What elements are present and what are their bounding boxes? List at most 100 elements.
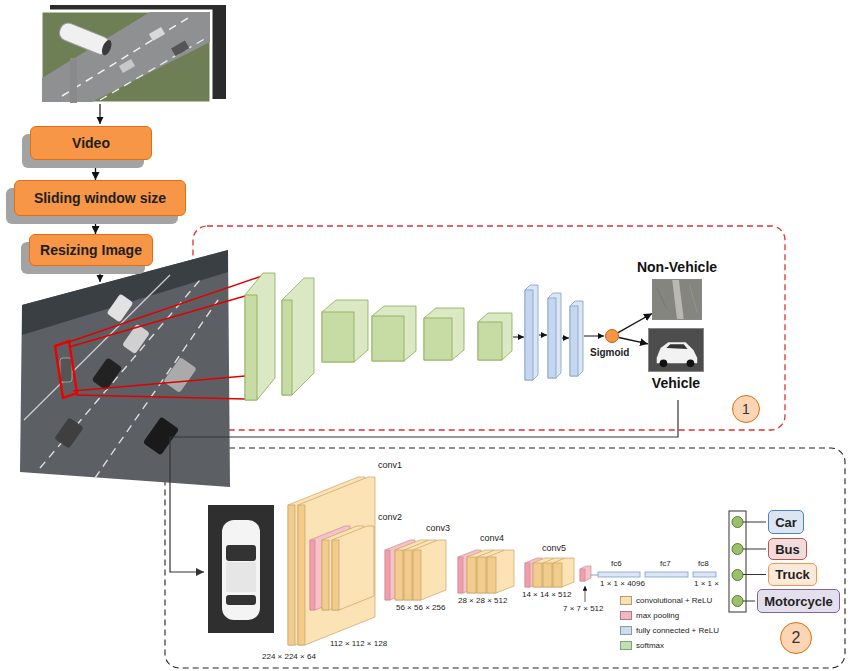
leader-line xyxy=(69,296,245,347)
vgg-layers xyxy=(553,563,562,587)
car-photo xyxy=(208,505,274,633)
road-photo xyxy=(20,250,230,487)
vgg-layers xyxy=(395,550,403,600)
dimension-label: 1 × 1 × 4096 xyxy=(600,580,645,588)
vgg-layers xyxy=(298,477,375,645)
layer-name: fc7 xyxy=(660,560,671,568)
node-text: Motorcycle xyxy=(764,594,833,609)
cnn-layers xyxy=(245,295,257,400)
cnn-layers xyxy=(424,318,452,360)
road-photo xyxy=(107,294,134,323)
node-text: Non-Vehicle xyxy=(637,259,717,275)
road-photo xyxy=(92,357,123,390)
photo-art xyxy=(687,360,695,368)
vgg-layers xyxy=(288,477,716,645)
image-box: Non-Vehicle xyxy=(652,279,702,320)
road-photo xyxy=(143,417,179,456)
cnn-layers xyxy=(548,293,561,378)
vgg-layers xyxy=(487,557,496,593)
vgg-layers xyxy=(585,586,586,602)
leader-line xyxy=(73,376,245,391)
road-photo xyxy=(24,275,170,420)
car-photo xyxy=(226,595,256,605)
vgg-layers xyxy=(580,566,591,581)
vgg-layers xyxy=(645,572,688,577)
legend-row: softmax xyxy=(620,641,664,650)
image-box: Vehicle xyxy=(648,328,704,372)
output-units xyxy=(732,596,743,607)
legend-text: max pooling xyxy=(636,612,679,620)
vgg-layers xyxy=(332,540,339,610)
cnn-layers xyxy=(424,308,464,360)
road-photo xyxy=(122,324,150,354)
cnn-layers xyxy=(245,273,583,400)
dimension-label: 112 × 112 × 128 xyxy=(330,640,387,648)
camera-photo xyxy=(41,5,226,103)
layer-arrow xyxy=(584,336,604,337)
vgg-layers xyxy=(458,557,463,593)
cnn-layers xyxy=(478,322,502,360)
cnn-layers xyxy=(525,290,533,380)
photo-art xyxy=(666,344,687,349)
legend-swatch xyxy=(620,596,632,605)
road-photo xyxy=(163,357,197,393)
layer-name: fc6 xyxy=(611,560,622,568)
legend-row: fully connected + ReLU xyxy=(620,626,719,635)
dimension-label: 1 × 1 × xyxy=(694,580,719,588)
road-photo xyxy=(20,250,230,487)
layer-arrow xyxy=(513,335,604,338)
camera-photo xyxy=(100,38,206,100)
vgg-layers xyxy=(487,550,514,593)
output-units xyxy=(729,511,746,612)
vgg-layers xyxy=(543,563,552,587)
dimension-label: 28 × 28 × 512 xyxy=(458,597,507,605)
leader-line xyxy=(743,522,766,523)
car-photo xyxy=(222,520,260,620)
legend-swatch xyxy=(620,641,632,650)
layer-arrow xyxy=(539,335,547,336)
region-outline xyxy=(165,448,845,668)
layer-name: fc8 xyxy=(698,560,709,568)
connector-arrow xyxy=(619,337,648,343)
layer-name: conv4 xyxy=(480,534,504,543)
dimension-label: 14 × 14 × 512 xyxy=(522,591,571,599)
node-text: Truck xyxy=(775,567,810,582)
cnn-layers xyxy=(282,300,292,395)
photo-art xyxy=(672,280,684,319)
vgg-layers xyxy=(477,557,486,593)
leader-line xyxy=(76,395,245,399)
road-photo xyxy=(54,417,84,449)
legend-text: fully connected + ReLU xyxy=(636,627,719,635)
cnn-layers xyxy=(525,285,538,380)
camera-photo xyxy=(149,27,165,41)
vgg-layers xyxy=(467,557,476,593)
node-text: Sigmoid xyxy=(590,347,629,359)
leader-line xyxy=(743,574,766,575)
vgg-layers xyxy=(288,505,295,645)
class-box: Car xyxy=(768,510,804,534)
layer-name: conv5 xyxy=(542,544,566,553)
node-text: Bus xyxy=(775,542,800,557)
connector-arrow xyxy=(618,314,652,333)
legend-swatch xyxy=(620,611,632,620)
vgg-layers xyxy=(693,572,716,577)
output-units xyxy=(732,544,743,555)
layer-name: conv3 xyxy=(426,524,450,533)
layer-name: conv2 xyxy=(378,513,402,522)
camera-photo xyxy=(119,59,135,73)
legend-text: softmax xyxy=(636,642,664,650)
class-box: Truck xyxy=(768,563,817,586)
vgg-layers xyxy=(413,550,421,600)
vgg-layers xyxy=(553,558,574,587)
car-photo xyxy=(208,505,274,633)
cnn-layers xyxy=(570,301,583,376)
legend-row: max pooling xyxy=(620,611,679,620)
leader-line xyxy=(66,274,268,399)
vgg-layers xyxy=(385,550,390,600)
vgg-layers xyxy=(598,572,640,577)
